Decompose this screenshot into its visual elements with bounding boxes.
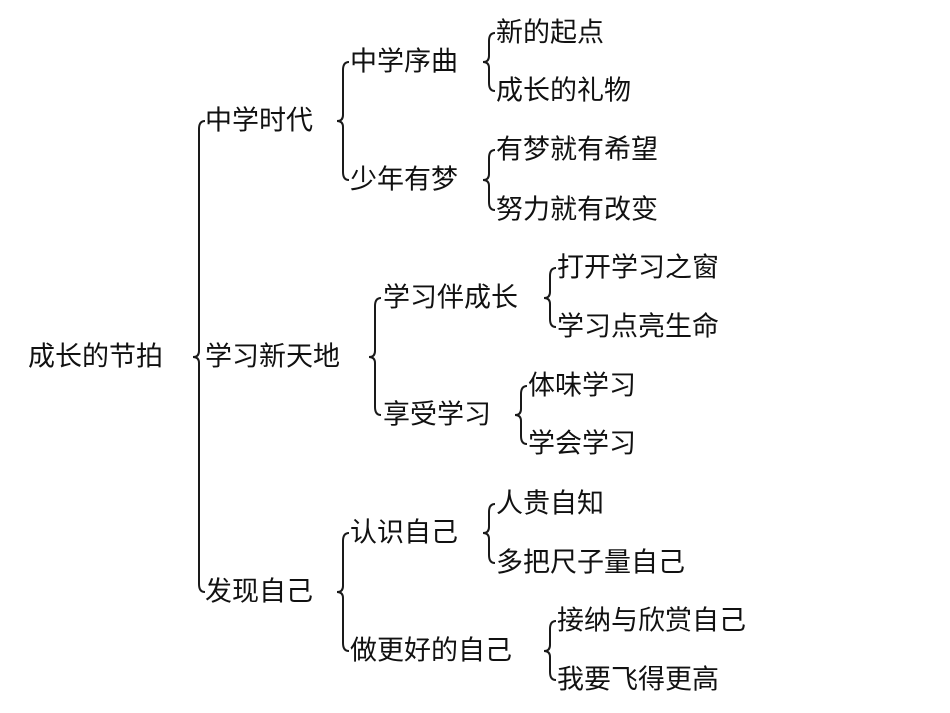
group-brace (543, 267, 557, 328)
leaf-item: 学会学习 (528, 428, 636, 460)
group-brace (482, 503, 496, 564)
leaf-item: 新的起点 (496, 17, 604, 49)
section-brace (368, 297, 382, 416)
group-brace (482, 149, 496, 211)
group-label: 中学序曲 (350, 46, 458, 78)
leaf-item: 努力就有改变 (496, 194, 658, 226)
leaf-item: 学习点亮生命 (557, 311, 719, 343)
leaf-item: 有梦就有希望 (496, 134, 658, 166)
section-label: 发现自己 (205, 576, 313, 608)
section-label: 学习新天地 (205, 341, 340, 373)
section-brace (336, 532, 350, 652)
leaf-item: 人贵自知 (496, 488, 604, 520)
leaf-item: 体味学习 (528, 370, 636, 402)
group-label: 学习伴成长 (383, 282, 518, 314)
leaf-item: 成长的礼物 (496, 75, 631, 107)
group-label: 做更好的自己 (350, 635, 512, 667)
section-label: 中学时代 (205, 105, 313, 137)
root-topic: 成长的节拍 (28, 341, 163, 373)
group-label: 认识自己 (350, 517, 458, 549)
leaf-item: 多把尺子量自己 (496, 547, 685, 579)
leaf-item: 我要飞得更高 (557, 664, 719, 696)
group-label: 少年有梦 (350, 164, 458, 196)
group-label: 享受学习 (383, 399, 491, 431)
leaf-item: 接纳与欣赏自己 (557, 605, 746, 637)
leaf-item: 打开学习之窗 (557, 252, 719, 284)
group-brace (482, 32, 496, 92)
root-brace (192, 120, 206, 593)
group-brace (543, 620, 557, 681)
group-brace (514, 385, 528, 445)
section-brace (336, 61, 350, 181)
